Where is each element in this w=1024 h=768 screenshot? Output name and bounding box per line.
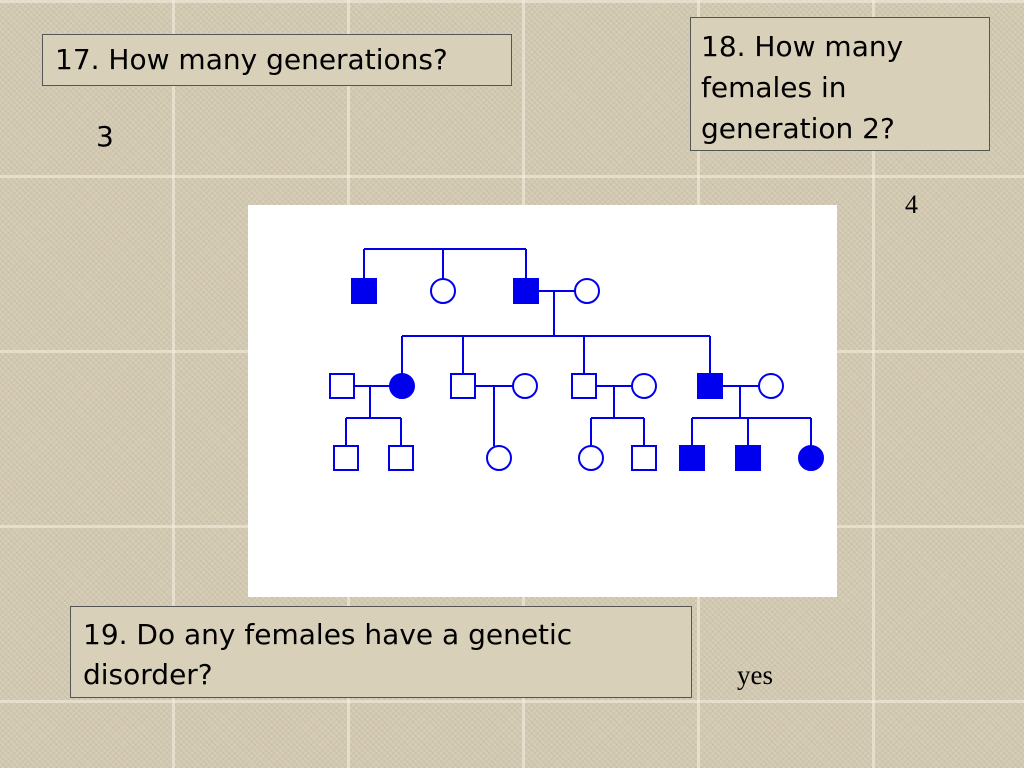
gen3-unaffected-male-symbol	[333, 445, 359, 471]
gen2-unaffected-male-symbol	[571, 373, 597, 399]
gen3-affected-female-symbol	[798, 445, 824, 471]
gen2-unaffected-female-symbol	[758, 373, 784, 399]
gen2-unaffected-female-symbol	[512, 373, 538, 399]
gen3-unaffected-male-symbol	[631, 445, 657, 471]
gen2-unaffected-male-symbol	[329, 373, 355, 399]
gen1-affected-male-symbol	[513, 278, 539, 304]
gen3-unaffected-male-symbol	[388, 445, 414, 471]
question-19-box: 19. Do any females have a genetic disord…	[70, 606, 692, 698]
gen3-unaffected-female-symbol	[578, 445, 604, 471]
gen1-unaffected-female-symbol	[430, 278, 456, 304]
answer-19: yes	[737, 660, 773, 690]
question-17-text: 17. How many generations?	[55, 43, 448, 76]
gen2-affected-male-symbol	[697, 373, 723, 399]
gen3-unaffected-female-symbol	[486, 445, 512, 471]
gen2-affected-female-symbol	[389, 373, 415, 399]
gen3-affected-male-symbol	[679, 445, 705, 471]
pedigree-chart-panel	[248, 205, 837, 597]
question-19-text: 19. Do any females have a genetic disord…	[83, 618, 573, 691]
gen2-unaffected-female-symbol	[631, 373, 657, 399]
answer-18: 4	[905, 190, 918, 219]
gen1-unaffected-female-symbol	[574, 278, 600, 304]
pedigree-chart	[329, 248, 824, 471]
question-18-text: 18. How many females in generation 2?	[701, 30, 904, 145]
answer-17: 3	[96, 120, 114, 153]
question-17-box: 17. How many generations?	[42, 34, 512, 86]
gen2-unaffected-male-symbol	[450, 373, 476, 399]
gen3-affected-male-symbol	[735, 445, 761, 471]
question-18-box: 18. How many females in generation 2?	[690, 17, 990, 151]
gen1-affected-male-symbol	[351, 278, 377, 304]
